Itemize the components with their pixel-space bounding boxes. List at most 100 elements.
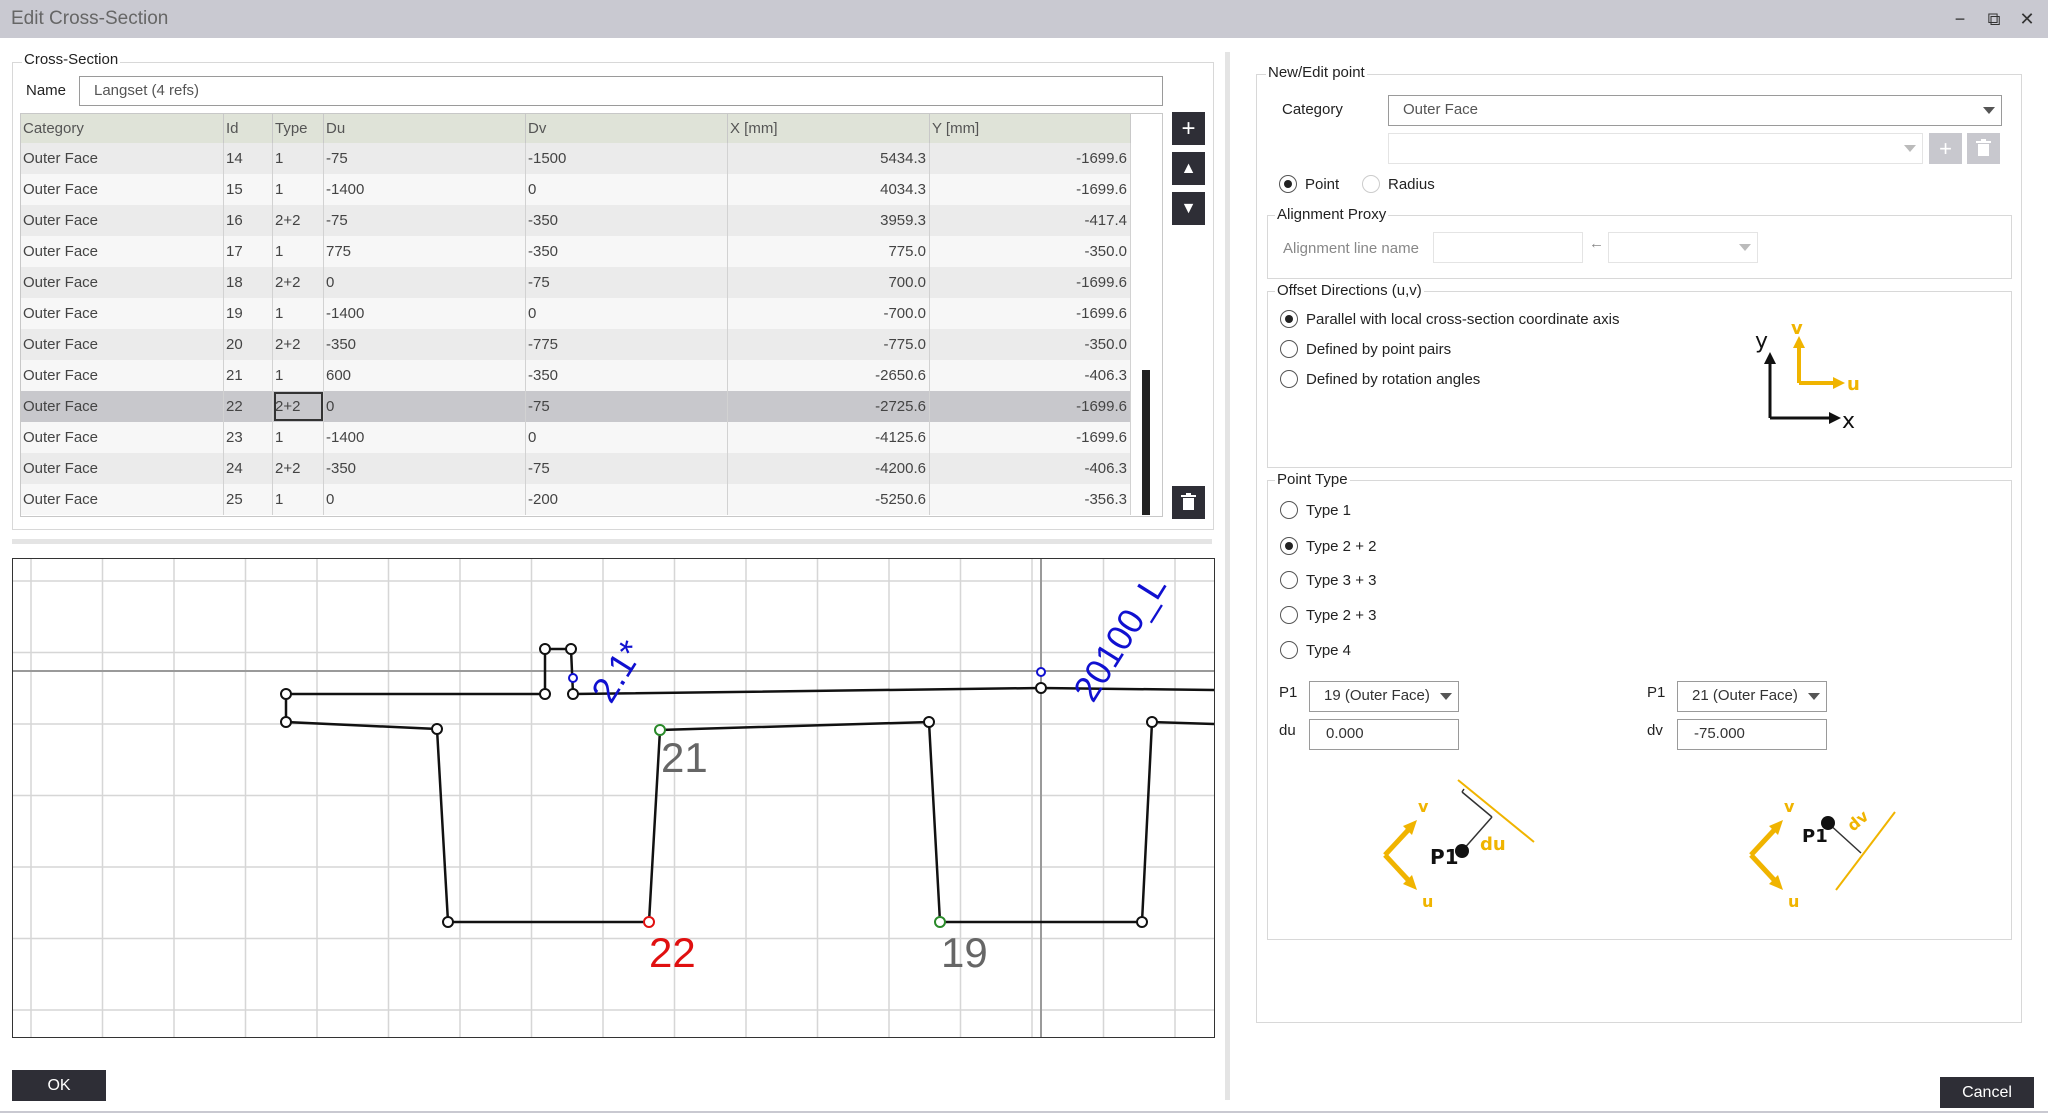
cell-type[interactable]: 2+2 [273,267,324,298]
column-header-category[interactable]: Category [21,114,224,143]
cell-dv[interactable]: -75 [526,453,728,484]
cell-x[interactable]: -2725.6 [728,391,930,422]
cell-category[interactable]: Outer Face [21,329,224,360]
cell-id[interactable]: 25 [224,484,273,515]
cell-y[interactable]: -1699.6 [930,143,1131,174]
cell-y[interactable]: -1699.6 [930,267,1131,298]
point-radio[interactable] [1279,175,1297,193]
type-2-3-radio[interactable] [1280,606,1298,624]
cell-id[interactable]: 24 [224,453,273,484]
cell-id[interactable]: 23 [224,422,273,453]
cell-du[interactable]: 0 [324,391,526,422]
radius-radio[interactable] [1362,175,1380,193]
vertical-splitter[interactable] [1225,52,1230,1100]
offset-point-pairs-radio[interactable] [1280,340,1298,358]
category-select[interactable]: Outer Face [1388,95,2002,126]
cell-y[interactable]: -406.3 [930,360,1131,391]
cell-du[interactable]: -1400 [324,298,526,329]
cell-dv[interactable]: -350 [526,360,728,391]
cell-x[interactable]: 5434.3 [728,143,930,174]
cell-du[interactable]: -1400 [324,174,526,205]
cell-du[interactable]: 775 [324,236,526,267]
cell-du[interactable]: -75 [324,143,526,174]
ok-button[interactable]: OK [12,1070,106,1101]
cell-dv[interactable]: -350 [526,236,728,267]
cell-du[interactable]: -350 [324,329,526,360]
left-p1-select[interactable]: 19 (Outer Face) [1309,681,1459,712]
cell-dv[interactable]: -200 [526,484,728,515]
minimize-icon[interactable]: − [1954,9,1966,29]
cell-category[interactable]: Outer Face [21,484,224,515]
cell-x[interactable]: 775.0 [728,236,930,267]
cell-y[interactable]: -1699.6 [930,391,1131,422]
cell-id[interactable]: 18 [224,267,273,298]
offset-rotation-radio[interactable] [1280,370,1298,388]
table-scrollbar[interactable] [1142,145,1150,515]
cell-x[interactable]: -4125.6 [728,422,930,453]
cell-x[interactable]: -775.0 [728,329,930,360]
horizontal-splitter[interactable] [12,539,1212,544]
cell-type[interactable]: 1 [273,298,324,329]
du-input[interactable]: 0.000 [1309,719,1459,750]
right-p1-select[interactable]: 21 (Outer Face) [1677,681,1827,712]
cell-id[interactable]: 22 [224,391,273,422]
cell-type[interactable]: 1 [273,143,324,174]
column-header-x[interactable]: X [mm] [728,114,930,143]
offset-parallel-radio[interactable] [1280,310,1298,328]
cell-id[interactable]: 21 [224,360,273,391]
cell-du[interactable]: -75 [324,205,526,236]
cell-y[interactable]: -350.0 [930,236,1131,267]
cell-x[interactable]: -4200.6 [728,453,930,484]
column-header-type[interactable]: Type [273,114,324,143]
cell-type[interactable]: 1 [273,484,324,515]
cell-dv[interactable]: -1500 [526,143,728,174]
cell-category[interactable]: Outer Face [21,205,224,236]
cell-du[interactable]: -350 [324,453,526,484]
cell-y[interactable]: -356.3 [930,484,1131,515]
cell-du[interactable]: -1400 [324,422,526,453]
cell-x[interactable]: -5250.6 [728,484,930,515]
cell-category[interactable]: Outer Face [21,453,224,484]
cell-category[interactable]: Outer Face [21,298,224,329]
cell-dv[interactable]: 0 [526,174,728,205]
add-point-button[interactable]: + [1172,112,1205,145]
cell-type[interactable]: 1 [273,360,324,391]
cell-type[interactable]: 1 [273,422,324,453]
cell-y[interactable]: -406.3 [930,453,1131,484]
move-up-button[interactable]: ▲ [1172,152,1205,185]
column-header-id[interactable]: Id [224,114,273,143]
scrollbar-thumb[interactable] [1142,370,1150,515]
cell-du[interactable]: 0 [324,484,526,515]
type-2-2-radio[interactable] [1280,537,1298,555]
cell-id[interactable]: 17 [224,236,273,267]
cell-x[interactable]: -2650.6 [728,360,930,391]
cell-x[interactable]: 4034.3 [728,174,930,205]
cell-x[interactable]: 3959.3 [728,205,930,236]
cell-dv[interactable]: 0 [526,298,728,329]
cell-y[interactable]: -1699.6 [930,174,1131,205]
cell-du[interactable]: 0 [324,267,526,298]
cell-category[interactable]: Outer Face [21,174,224,205]
cell-du[interactable]: 600 [324,360,526,391]
type-4-radio[interactable] [1280,641,1298,659]
name-input[interactable]: Langset (4 refs) [79,76,1163,106]
cell-dv[interactable]: -75 [526,267,728,298]
column-header-du[interactable]: Du [324,114,526,143]
cell-id[interactable]: 19 [224,298,273,329]
cell-dv[interactable]: 0 [526,422,728,453]
restore-icon[interactable]: ⧉ [1987,9,2001,29]
cell-type[interactable]: 1 [273,174,324,205]
column-header-y[interactable]: Y [mm] [930,114,1131,143]
